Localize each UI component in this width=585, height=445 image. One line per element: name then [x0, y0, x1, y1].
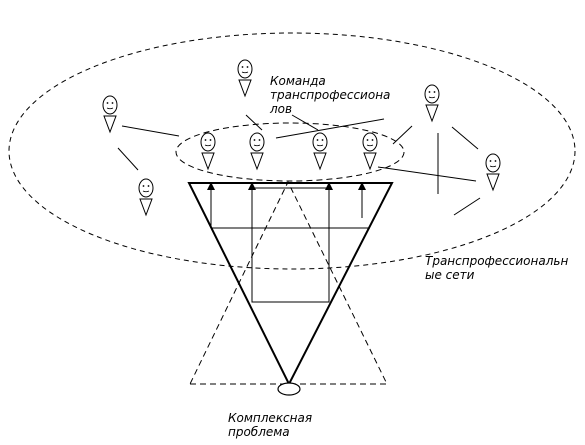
network-label-line: ые сети — [425, 268, 475, 282]
problem-label: Комплексная проблема — [228, 411, 338, 439]
problem-node — [277, 382, 301, 396]
team-label-line: транспрофессиона — [270, 88, 391, 102]
person-left-bottom — [138, 178, 154, 216]
problem-label-line: Комплексная — [228, 411, 313, 425]
funnel-inner-grid — [210, 187, 370, 303]
team-member-4 — [362, 132, 378, 170]
person-right — [485, 153, 501, 191]
person-left — [102, 95, 118, 133]
team-label: Команда транспрофессиона лов — [270, 74, 400, 116]
dashed-triangle — [189, 180, 388, 385]
network-ellipse — [8, 32, 576, 270]
funnel-triangle — [187, 182, 394, 387]
upward-arrows — [207, 182, 366, 228]
team-member-1 — [200, 132, 216, 170]
connection-lines — [117, 114, 481, 216]
network-label-line: Транспрофессиональн — [425, 254, 569, 268]
team-member-3 — [312, 132, 328, 170]
team-label-line: Команда — [270, 74, 326, 88]
team-ellipse — [175, 122, 405, 182]
team-member-2 — [249, 132, 265, 170]
person-right-top — [424, 84, 440, 122]
team-label-line: лов — [270, 102, 293, 116]
network-label: Транспрофессиональн ые сети — [425, 254, 569, 282]
person-top — [237, 59, 253, 97]
problem-label-line: проблема — [228, 425, 290, 439]
